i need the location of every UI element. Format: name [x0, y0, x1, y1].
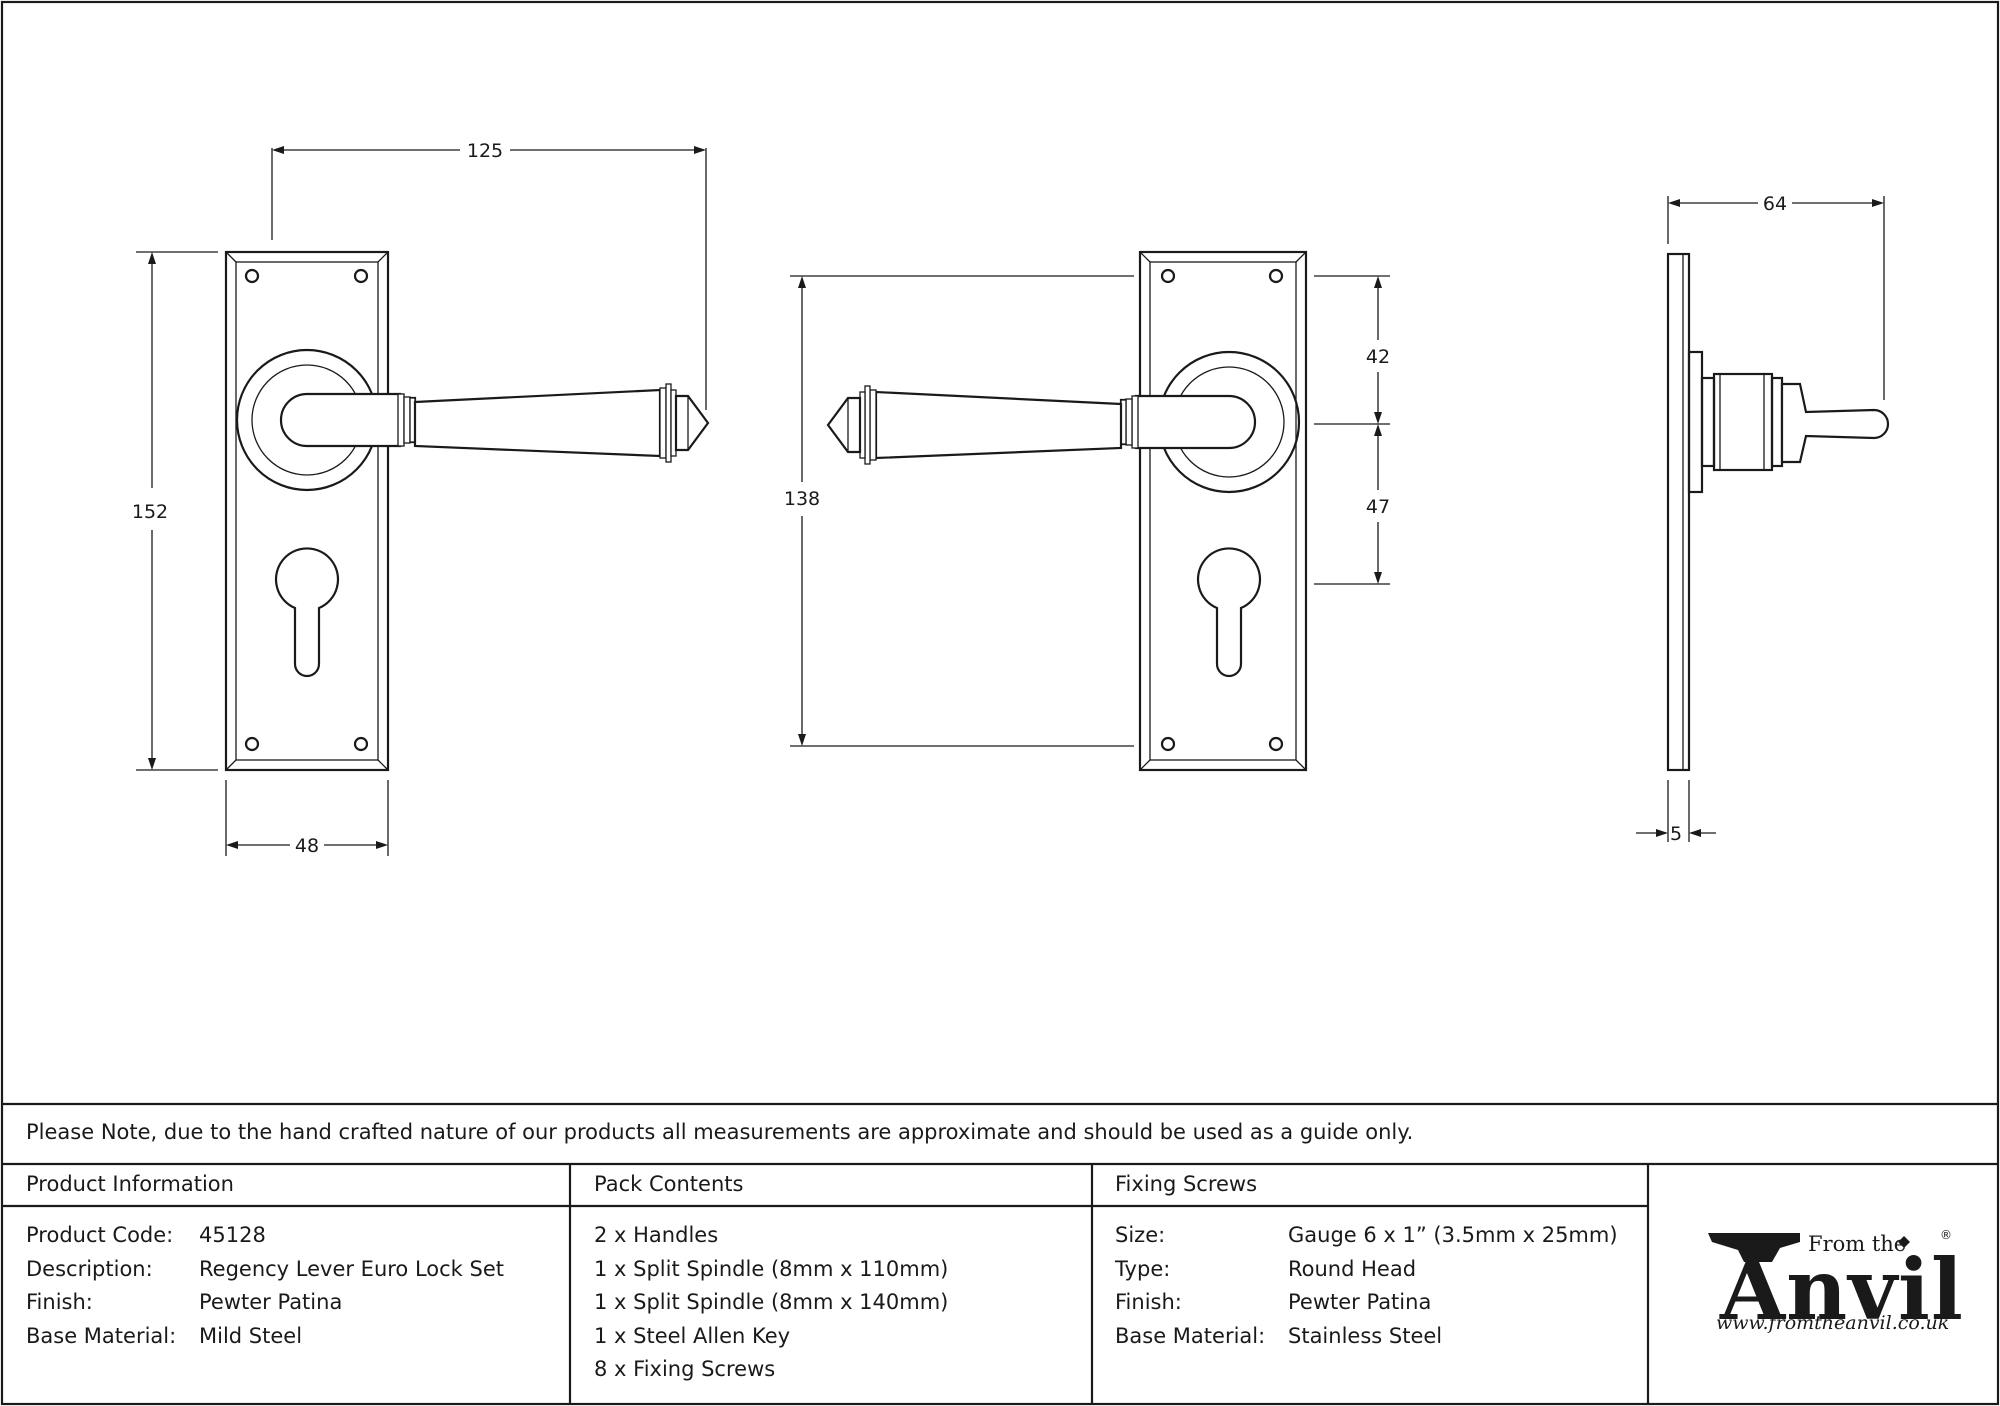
back-view [790, 250, 1390, 772]
dim-48: 48 [295, 835, 319, 857]
screw-finish-value: Pewter Patina [1288, 1290, 1432, 1314]
product-info-header: Product Information [26, 1172, 234, 1196]
dim-64: 64 [1763, 193, 1787, 215]
screw-size-value: Gauge 6 x 1” (3.5mm x 25mm) [1288, 1223, 1618, 1247]
logo-website: www.fromtheanvil.co.uk [1716, 1312, 1950, 1334]
screw-material-value: Stainless Steel [1288, 1324, 1443, 1348]
pack-item: 1 x Steel Allen Key [594, 1324, 791, 1348]
pack-contents-header: Pack Contents [594, 1172, 744, 1196]
logo-anvil-text: Anvil [1720, 1240, 1964, 1339]
pack-item: 8 x Fixing Screws [594, 1357, 776, 1381]
logo-from-the: From the [1808, 1232, 1907, 1256]
info-table-grid [2, 1102, 1998, 1404]
screw-type-label: Type: [1115, 1257, 1171, 1281]
pack-item: 2 x Handles [594, 1223, 719, 1247]
screw-type-value: Round Head [1288, 1257, 1417, 1281]
front-view [136, 146, 710, 856]
dim-47: 47 [1366, 496, 1390, 518]
screw-material-label: Base Material: [1115, 1324, 1266, 1348]
dim-5: 5 [1670, 823, 1682, 845]
measurement-note: Please Note, due to the hand crafted nat… [26, 1120, 1414, 1144]
description-value: Regency Lever Euro Lock Set [199, 1257, 505, 1281]
side-view [1636, 196, 1890, 842]
product-code-value: 45128 [199, 1223, 266, 1247]
dim-152: 152 [132, 501, 168, 523]
dim-138: 138 [784, 488, 820, 510]
product-code-label: Product Code: [26, 1223, 174, 1247]
pack-item: 1 x Split Spindle (8mm x 140mm) [594, 1290, 949, 1314]
registered-mark: ® [1940, 1228, 1952, 1242]
anvil-logo-icon [1708, 1233, 1910, 1262]
screw-size-label: Size: [1115, 1223, 1166, 1247]
base-material-value: Mild Steel [199, 1324, 303, 1348]
base-material-label: Base Material: [26, 1324, 177, 1348]
finish-value: Pewter Patina [199, 1290, 343, 1314]
dim-125: 125 [467, 140, 503, 162]
fixing-screws-header: Fixing Screws [1115, 1172, 1258, 1196]
description-label: Description: [26, 1257, 153, 1281]
pack-item: 1 x Split Spindle (8mm x 110mm) [594, 1257, 949, 1281]
screw-finish-label: Finish: [1115, 1290, 1182, 1314]
finish-label: Finish: [26, 1290, 93, 1314]
dim-42: 42 [1366, 346, 1390, 368]
